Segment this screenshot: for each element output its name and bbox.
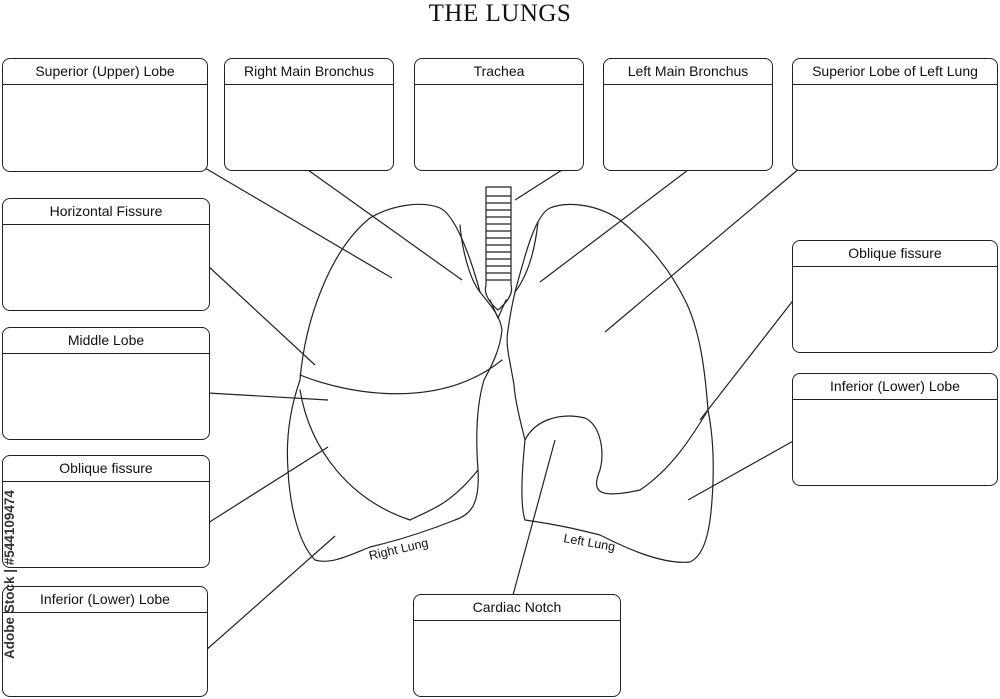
left-lung-illustration <box>506 203 714 563</box>
label-box-cardiac-notch[interactable]: Cardiac Notch <box>413 594 621 697</box>
label-box-inferior-lower-lobe-left[interactable]: Inferior (Lower) Lobe <box>792 373 998 486</box>
leader-trachea <box>514 169 563 201</box>
leader-oblique-fissure-left <box>699 297 796 421</box>
box-title: Cardiac Notch <box>414 595 620 621</box>
left-lung-label: Left Lung <box>562 531 616 554</box>
leader-right-main-bronchus <box>307 169 463 281</box>
label-box-middle-lobe[interactable]: Middle Lobe <box>2 327 210 440</box>
page-title: THE LUNGS <box>428 0 572 27</box>
label-box-right-main-bronchus[interactable]: Right Main Bronchus <box>224 58 394 171</box>
answer-area[interactable] <box>604 85 772 170</box>
box-title: Oblique fissure <box>793 241 997 267</box>
box-title: Superior Lobe of Left Lung <box>793 59 997 85</box>
answer-area[interactable] <box>3 85 207 171</box>
answer-area[interactable] <box>414 621 620 696</box>
leader-horizontal-fissure <box>207 265 316 366</box>
box-title: Horizontal Fissure <box>3 199 209 225</box>
leader-inferior-lobe-left <box>687 439 796 501</box>
label-box-left-main-bronchus[interactable]: Left Main Bronchus <box>603 58 773 171</box>
answer-area[interactable] <box>3 354 209 439</box>
right-lung-illustration <box>286 203 503 562</box>
trachea-illustration <box>484 186 513 319</box>
box-title: Right Main Bronchus <box>225 59 393 85</box>
answer-area[interactable] <box>3 225 209 310</box>
stock-watermark: Adobe Stock | #544109474 <box>2 490 17 660</box>
box-title: Left Main Bronchus <box>604 59 772 85</box>
box-title: Middle Lobe <box>3 328 209 354</box>
leader-oblique-fissure-right <box>207 446 329 524</box>
box-title: Inferior (Lower) Lobe <box>793 374 997 400</box>
answer-area[interactable] <box>793 267 997 352</box>
answer-area[interactable] <box>415 85 583 170</box>
box-title: Superior (Upper) Lobe <box>3 59 207 85</box>
box-title: Inferior (Lower) Lobe <box>3 587 207 613</box>
answer-area[interactable] <box>3 613 207 696</box>
answer-area[interactable] <box>3 482 209 567</box>
label-box-superior-lobe-left-lung[interactable]: Superior Lobe of Left Lung <box>792 58 998 171</box>
box-title: Oblique fissure <box>3 456 209 482</box>
leader-cardiac-notch <box>512 439 556 596</box>
answer-area[interactable] <box>793 85 997 170</box>
label-box-inferior-lower-lobe-right[interactable]: Inferior (Lower) Lobe <box>2 586 208 697</box>
leader-left-main-bronchus <box>539 169 689 283</box>
leader-inferior-lobe-right <box>204 535 336 652</box>
answer-area[interactable] <box>793 400 997 485</box>
label-box-horizontal-fissure[interactable]: Horizontal Fissure <box>2 198 210 311</box>
leader-superior-lobe-left <box>604 167 801 333</box>
label-box-oblique-fissure-left[interactable]: Oblique fissure <box>792 240 998 353</box>
leader-middle-lobe <box>207 392 329 401</box>
label-box-superior-upper-lobe[interactable]: Superior (Upper) Lobe <box>2 58 208 172</box>
label-box-oblique-fissure-right[interactable]: Oblique fissure <box>2 455 210 568</box>
answer-area[interactable] <box>225 85 393 170</box>
box-title: Trachea <box>415 59 583 85</box>
leader-superior-lobe <box>204 167 393 279</box>
label-box-trachea[interactable]: Trachea <box>414 58 584 171</box>
